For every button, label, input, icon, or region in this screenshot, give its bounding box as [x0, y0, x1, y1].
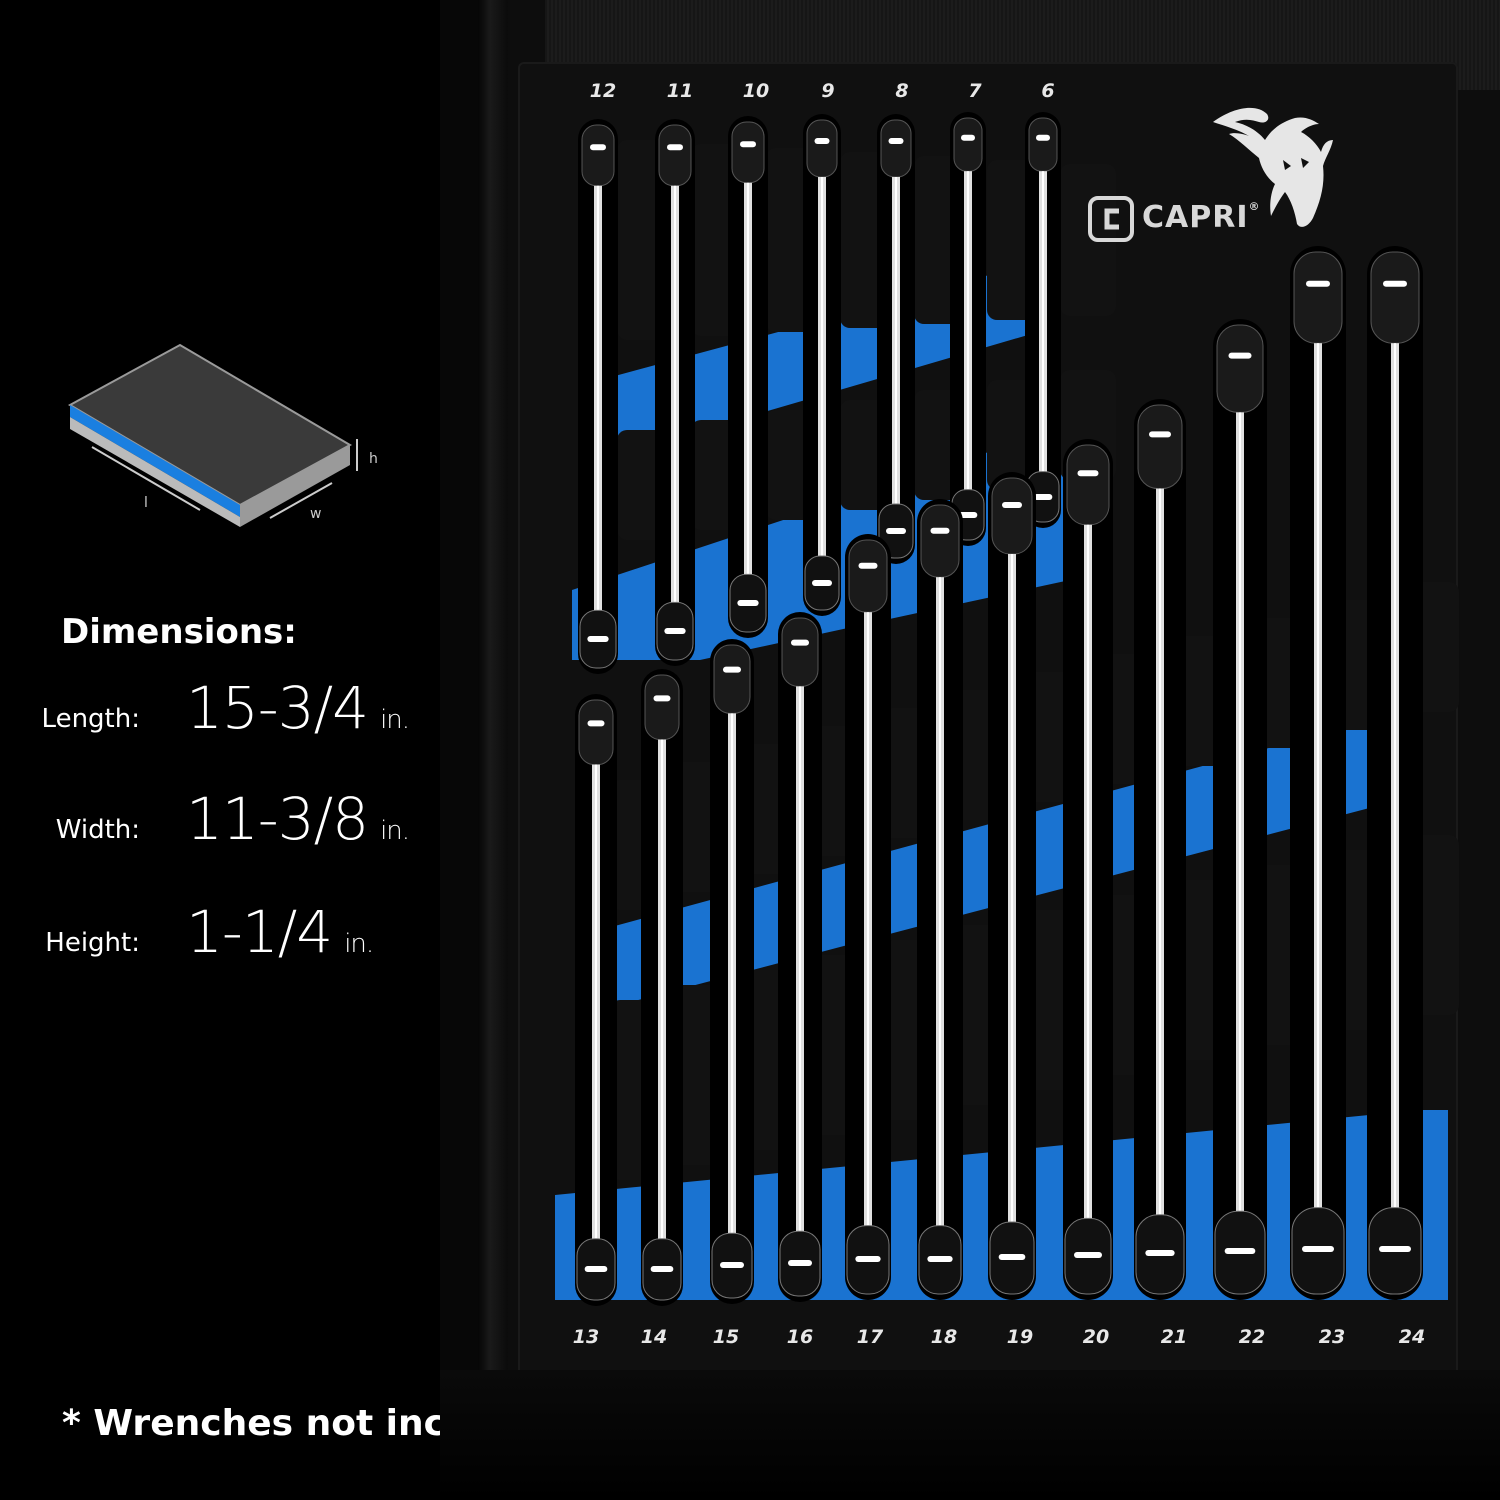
size-label-7: 7 [968, 80, 982, 102]
goat-head-icon [1213, 107, 1333, 227]
size-label-15: 15 [712, 1326, 740, 1348]
size-label-22: 22 [1238, 1326, 1266, 1348]
wrench [641, 669, 683, 1306]
h-label: h [369, 451, 378, 467]
wrenches-layer [575, 112, 1423, 1306]
size-label-10: 10 [742, 80, 770, 102]
width-label: Width: [55, 815, 140, 845]
wrench [1367, 246, 1423, 1300]
length-label: Length: [41, 704, 140, 734]
wrench [728, 116, 768, 638]
wrench [710, 639, 754, 1304]
size-label-20: 20 [1082, 1326, 1110, 1348]
drawer-bottom-edge [440, 1370, 1500, 1500]
wrench [1025, 112, 1061, 528]
size-label-21: 21 [1160, 1326, 1188, 1348]
w-dimension-line [269, 482, 333, 519]
size-label-8: 8 [895, 80, 909, 102]
diagram-front-blue [70, 405, 240, 517]
l-dimension-line [91, 446, 201, 511]
size-label-11: 11 [666, 80, 694, 102]
tray-dimension-diagram: l w h [67, 343, 378, 527]
height-row: Height: 1-1/4 in. [0, 886, 480, 966]
height-value-group: 1-1/4 in. [186, 898, 374, 966]
brand-reg: ® [1248, 200, 1261, 213]
diagram-front-gray [70, 417, 240, 527]
left-info-panel: l w h Dimensions: Length: 15-3/4 in. Widt… [0, 0, 559, 1500]
wrench [803, 114, 841, 616]
capri-logo: CAPRI® [1088, 196, 1268, 244]
capri-c-mark-icon [1088, 196, 1134, 242]
diagram-side-face [240, 445, 350, 527]
size-label-19: 19 [1006, 1326, 1034, 1348]
wrench [655, 119, 695, 666]
foam-partition [1060, 164, 1116, 316]
width-value-group: 11-3/8 in. [186, 785, 410, 853]
size-label-17: 17 [856, 1326, 884, 1348]
width-unit: in. [380, 816, 410, 846]
wrench [578, 119, 618, 674]
wrench [917, 499, 963, 1300]
width-value: 11-3/8 [186, 785, 369, 853]
wrench [1290, 246, 1346, 1300]
size-label-24: 24 [1398, 1326, 1426, 1348]
height-value: 1-1/4 [186, 898, 333, 966]
length-unit: in. [380, 705, 410, 735]
size-label-14: 14 [640, 1326, 668, 1348]
drawer-rail [478, 0, 508, 1500]
size-label-16: 16 [786, 1326, 814, 1348]
capri-logo-text: CAPRI® [1142, 200, 1260, 235]
size-label-6: 6 [1041, 80, 1055, 102]
w-label: w [310, 506, 321, 522]
height-label: Height: [45, 928, 140, 958]
length-value-group: 15-3/4 in. [186, 674, 410, 742]
length-value: 15-3/4 [186, 674, 369, 742]
wrench [778, 612, 822, 1302]
wrench [1213, 319, 1267, 1300]
size-label-9: 9 [821, 80, 835, 102]
size-label-18: 18 [930, 1326, 958, 1348]
l-label: l [144, 495, 148, 511]
size-label-13: 13 [572, 1326, 600, 1348]
length-row: Length: 15-3/4 in. [0, 662, 480, 742]
wrench [988, 472, 1036, 1300]
wrench [950, 112, 986, 546]
wrench [877, 114, 915, 564]
dimensions-title: Dimensions: [61, 612, 297, 652]
wrench [575, 694, 617, 1306]
size-label-23: 23 [1318, 1326, 1346, 1348]
height-unit: in. [344, 929, 374, 959]
wrench [1063, 439, 1113, 1300]
brand-name: CAPRI [1142, 200, 1249, 235]
wrench [845, 534, 891, 1300]
size-label-12: 12 [589, 80, 617, 102]
wrench [1134, 399, 1186, 1300]
width-row: Width: 11-3/8 in. [0, 773, 480, 853]
